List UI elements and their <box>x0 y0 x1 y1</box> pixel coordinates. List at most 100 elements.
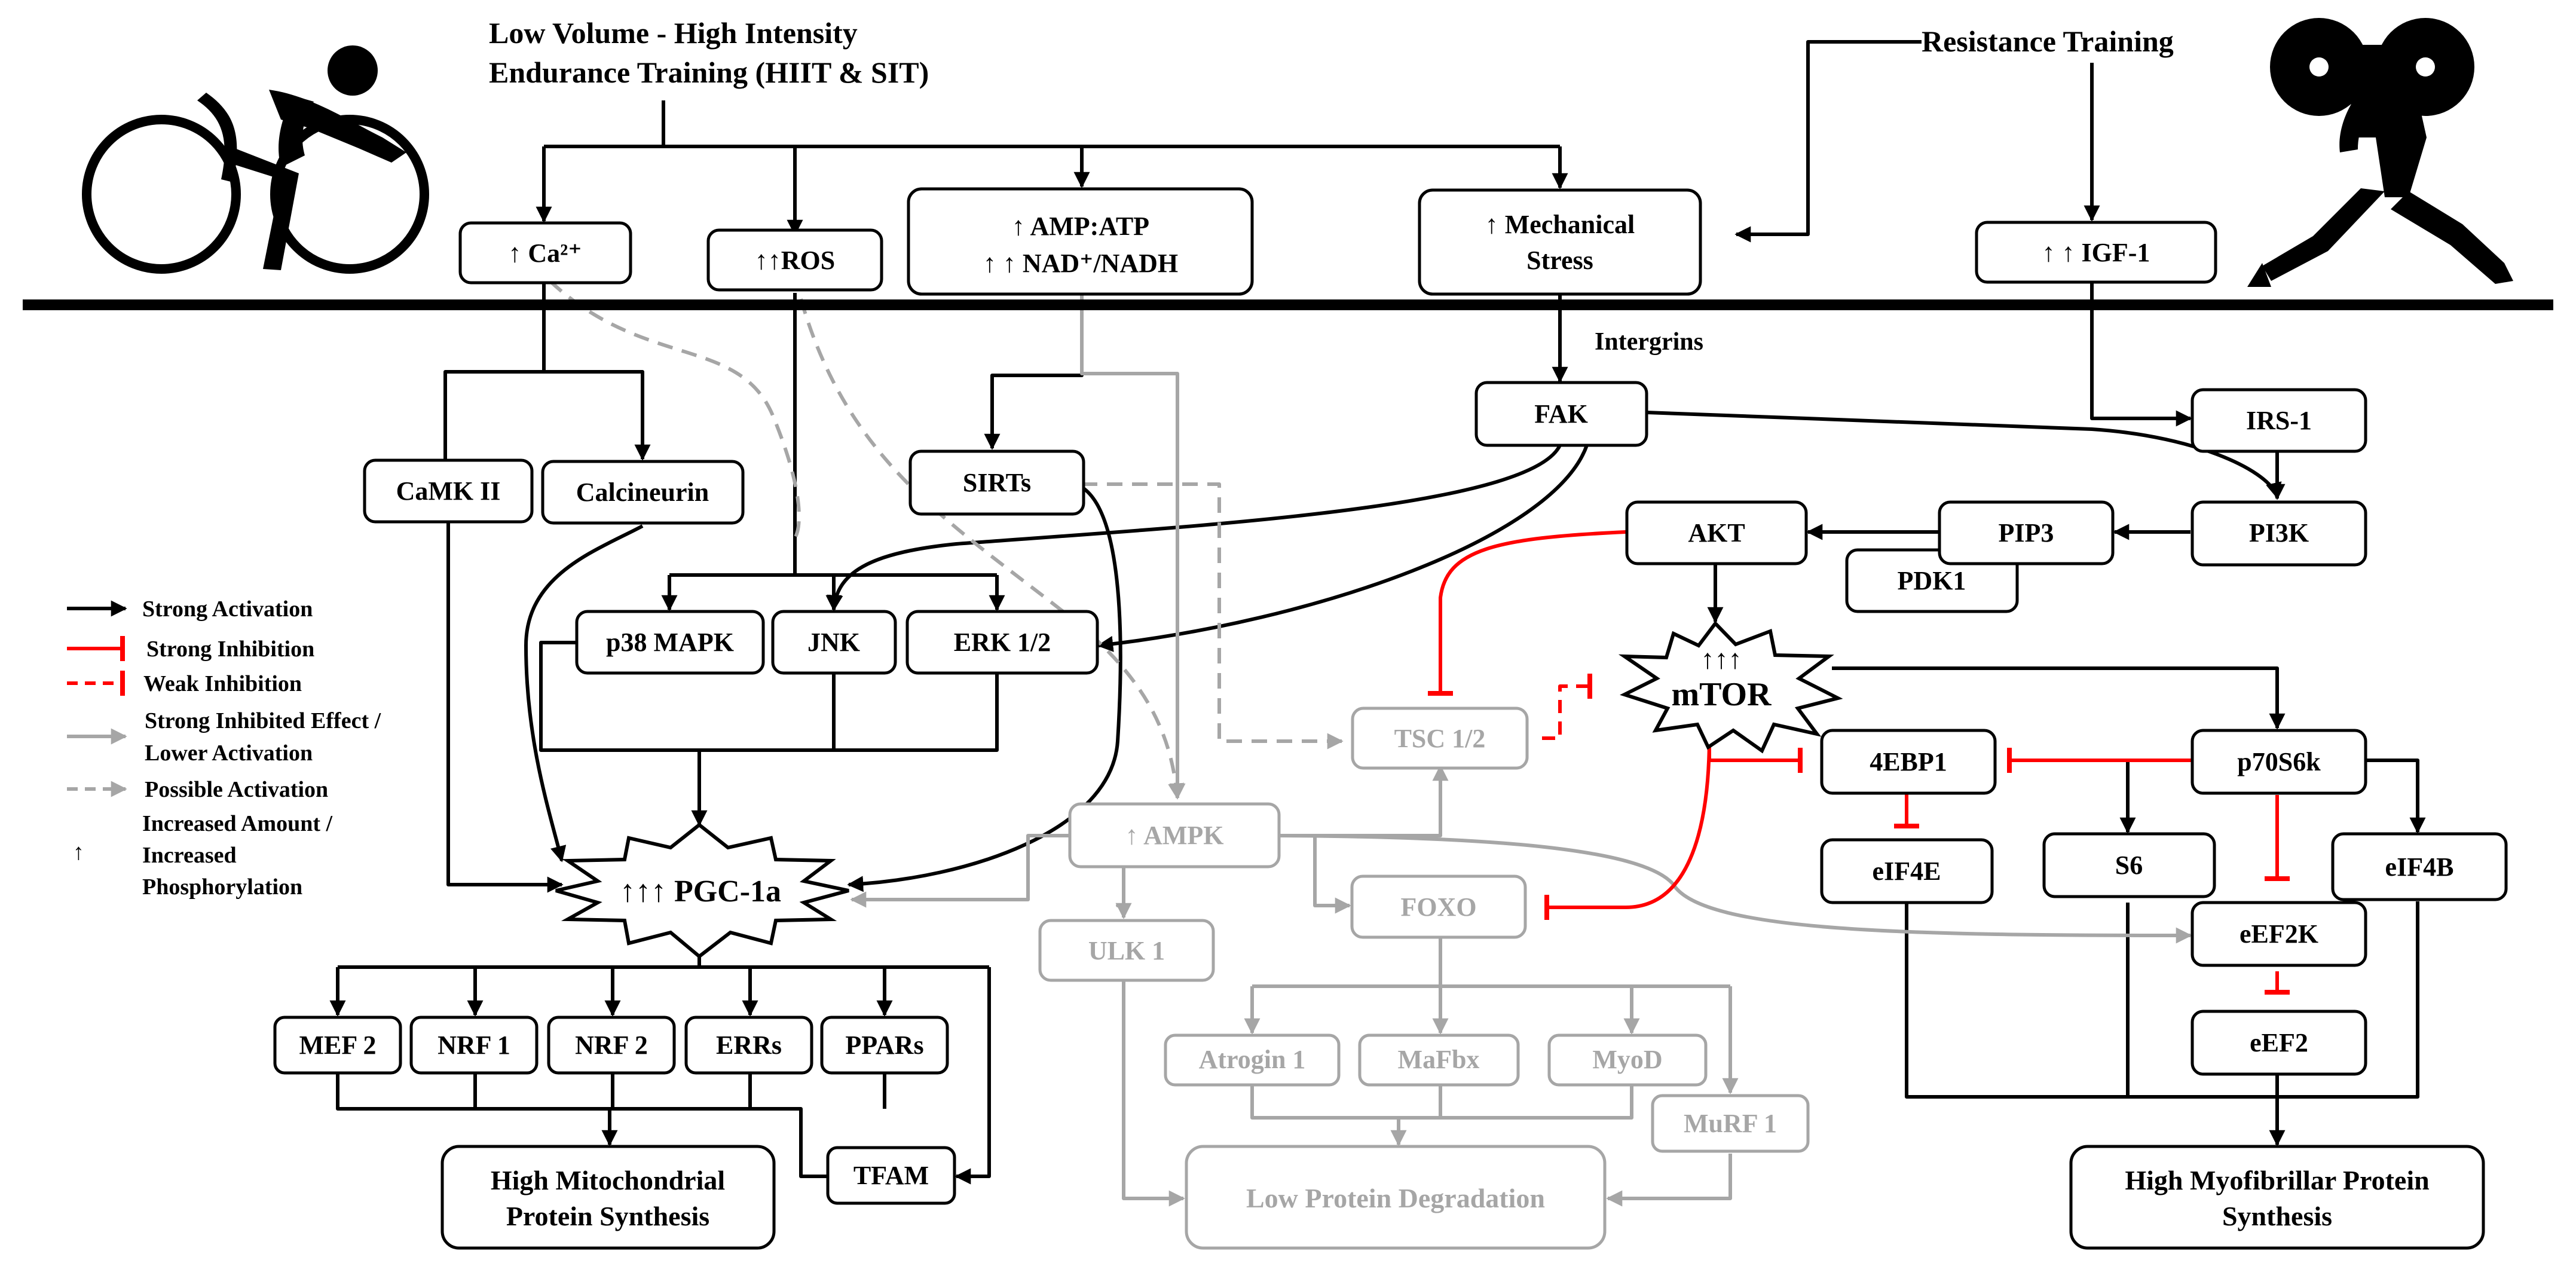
node-ulk1: ULK 1 <box>1038 919 1215 982</box>
svg-text:p38 MAPK: p38 MAPK <box>606 628 734 657</box>
node-s6: S6 <box>2042 832 2216 898</box>
node-mef2: MEF 2 <box>273 1016 402 1075</box>
edge-amp-ampk <box>1080 294 1186 800</box>
node-errs: ERRs <box>684 1016 813 1075</box>
integrins-label: Intergrins <box>1595 328 1703 356</box>
svg-text:NRF 1: NRF 1 <box>438 1030 510 1060</box>
endurance-training-title-line2: Endurance Training (HIIT & SIT) <box>489 56 929 89</box>
svg-text:eEF2: eEF2 <box>2250 1028 2308 1057</box>
edge-ulk1-lowdeg <box>1122 980 1185 1207</box>
svg-text:Strong Activation: Strong Activation <box>142 597 313 622</box>
edge-ros-ampk-possible <box>799 298 1185 800</box>
edge-mito-collector <box>336 1073 828 1178</box>
edge-fak-pi3k <box>1646 411 2282 499</box>
svg-text:CaMK II: CaMK II <box>396 476 501 506</box>
node-pi3k: PI3K <box>2190 500 2367 567</box>
legend-weak-inhibition: Weak Inhibition <box>67 671 302 696</box>
edge-ca-down <box>443 284 546 467</box>
svg-text:ERRs: ERRs <box>716 1030 782 1060</box>
node-foxo: FOXO <box>1350 874 1527 939</box>
svg-text:MaFbx: MaFbx <box>1398 1045 1480 1074</box>
edge-amp-sirts <box>984 294 1084 450</box>
edge-mtor-foxo-inhibition <box>1544 735 1711 920</box>
svg-text:TSC 1/2: TSC 1/2 <box>1394 724 1486 753</box>
node-mechanical-stress: ↑ Mechanical Stress <box>1418 188 1702 296</box>
node-tsc: TSC 1/2 <box>1351 707 1529 770</box>
edge-ampk-pgc <box>850 834 1070 908</box>
node-amp-atp: ↑ AMP:ATP ↑ ↑ NAD⁺/NADH <box>907 187 1254 296</box>
node-4ebp1: 4EBP1 <box>1820 729 1997 795</box>
svg-text:Increased Amount /: Increased Amount / <box>142 811 333 836</box>
edge-fak-jnk <box>827 444 1562 611</box>
svg-text:↑↑↑ PGC-1a: ↑↑↑ PGC-1a <box>620 874 781 909</box>
svg-text:ULK 1: ULK 1 <box>1088 936 1165 965</box>
svg-text:High Myofibrillar Protein: High Myofibrillar Protein <box>2125 1165 2429 1195</box>
outcome-mitochondrial-protein-synthesis: High Mitochondrial Protein Synthesis <box>440 1145 776 1250</box>
legend: Strong Activation Strong Inhibition Weak… <box>67 597 381 900</box>
svg-text:Increased: Increased <box>142 843 237 868</box>
node-irs1: IRS-1 <box>2190 388 2367 453</box>
svg-text:↑ AMP:ATP: ↑ AMP:ATP <box>1012 212 1149 241</box>
svg-text:FAK: FAK <box>1534 399 1588 429</box>
svg-text:PPARs: PPARs <box>845 1030 923 1060</box>
node-jnk: JNK <box>771 610 897 675</box>
svg-text:IRS-1: IRS-1 <box>2246 406 2312 435</box>
svg-text:S6: S6 <box>2115 851 2143 880</box>
svg-text:AKT: AKT <box>1688 518 1745 548</box>
node-ros: ↑↑ROS <box>706 228 883 292</box>
node-calcium: ↑ Ca²⁺ <box>458 221 632 285</box>
endurance-training-title-line1: Low Volume - High Intensity <box>489 16 858 50</box>
node-eef2: eEF2 <box>2190 1010 2367 1076</box>
svg-text:↑ Ca²⁺: ↑ Ca²⁺ <box>508 238 582 268</box>
svg-text:Phosphorylation: Phosphorylation <box>142 874 302 900</box>
node-p38-mapk: p38 MAPK <box>575 610 765 675</box>
svg-text:↑: ↑ <box>73 840 84 865</box>
edge-sirts-pgc <box>847 485 1122 892</box>
svg-text:↑ Mechanical: ↑ Mechanical <box>1485 210 1635 239</box>
edge-fak-erk <box>1097 444 1589 652</box>
node-myod: MyoD <box>1547 1033 1708 1087</box>
svg-text:eIF4E: eIF4E <box>1873 857 1941 886</box>
svg-text:mTOR: mTOR <box>1672 676 1772 713</box>
svg-text:eEF2K: eEF2K <box>2240 919 2318 949</box>
edge-resistance-mech <box>1734 40 1922 243</box>
svg-text:Calcineurin: Calcineurin <box>576 478 709 507</box>
edge-ampk-ulk1 <box>1115 867 1132 919</box>
edge-akt-tsc-inhibition <box>1428 530 1626 696</box>
edge-p38-down <box>539 641 999 752</box>
svg-text:FOXO: FOXO <box>1400 892 1476 922</box>
node-eif4b: eIF4B <box>2331 832 2508 901</box>
node-igf1: ↑ ↑ IGF-1 <box>1975 221 2217 284</box>
node-sirts: SIRTs <box>908 449 1085 516</box>
node-atrogin1: Atrogin 1 <box>1164 1033 1341 1087</box>
svg-text:p70S6k: p70S6k <box>2237 747 2321 776</box>
node-mafbx: MaFbx <box>1358 1033 1520 1087</box>
svg-text:NRF 2: NRF 2 <box>575 1030 648 1060</box>
svg-text:Strong Inhibition: Strong Inhibition <box>146 637 314 662</box>
svg-text:PI3K: PI3K <box>2249 518 2309 548</box>
node-pdk1: PDK1 <box>1845 548 2019 613</box>
svg-text:Stress: Stress <box>1526 246 1593 275</box>
svg-text:↑ AMPK: ↑ AMPK <box>1125 821 1224 850</box>
svg-text:SIRTs: SIRTs <box>963 468 1031 497</box>
svg-text:↑↑↑: ↑↑↑ <box>1701 644 1742 674</box>
svg-text:Low Protein Degradation: Low Protein Degradation <box>1246 1183 1545 1213</box>
legend-possible-activation: Possible Activation <box>67 777 328 802</box>
svg-text:↑↑ROS: ↑↑ROS <box>755 246 835 275</box>
edge-igf1-irs1 <box>2090 282 2192 427</box>
node-ppars: PPARs <box>820 1016 949 1075</box>
svg-text:Synthesis: Synthesis <box>2222 1201 2332 1231</box>
edge-murf1-lowdeg <box>1606 1154 1732 1207</box>
outcome-low-protein-degradation: Low Protein Degradation <box>1185 1145 1607 1250</box>
svg-text:TFAM: TFAM <box>853 1161 929 1190</box>
node-murf1: MuRF 1 <box>1651 1094 1810 1153</box>
legend-strong-inhibited-effect: Strong Inhibited Effect / Lower Activati… <box>67 708 381 766</box>
svg-text:Possible Activation: Possible Activation <box>145 777 328 802</box>
edge-myo-collector <box>1905 901 2419 1099</box>
node-erk: ERK 1/2 <box>905 610 1099 675</box>
legend-strong-inhibition: Strong Inhibition <box>67 636 314 662</box>
node-p70s6k: p70S6k <box>2190 729 2367 795</box>
edge-ampk-eef2k <box>1278 834 2192 944</box>
edge-camk-pgc <box>446 523 564 893</box>
